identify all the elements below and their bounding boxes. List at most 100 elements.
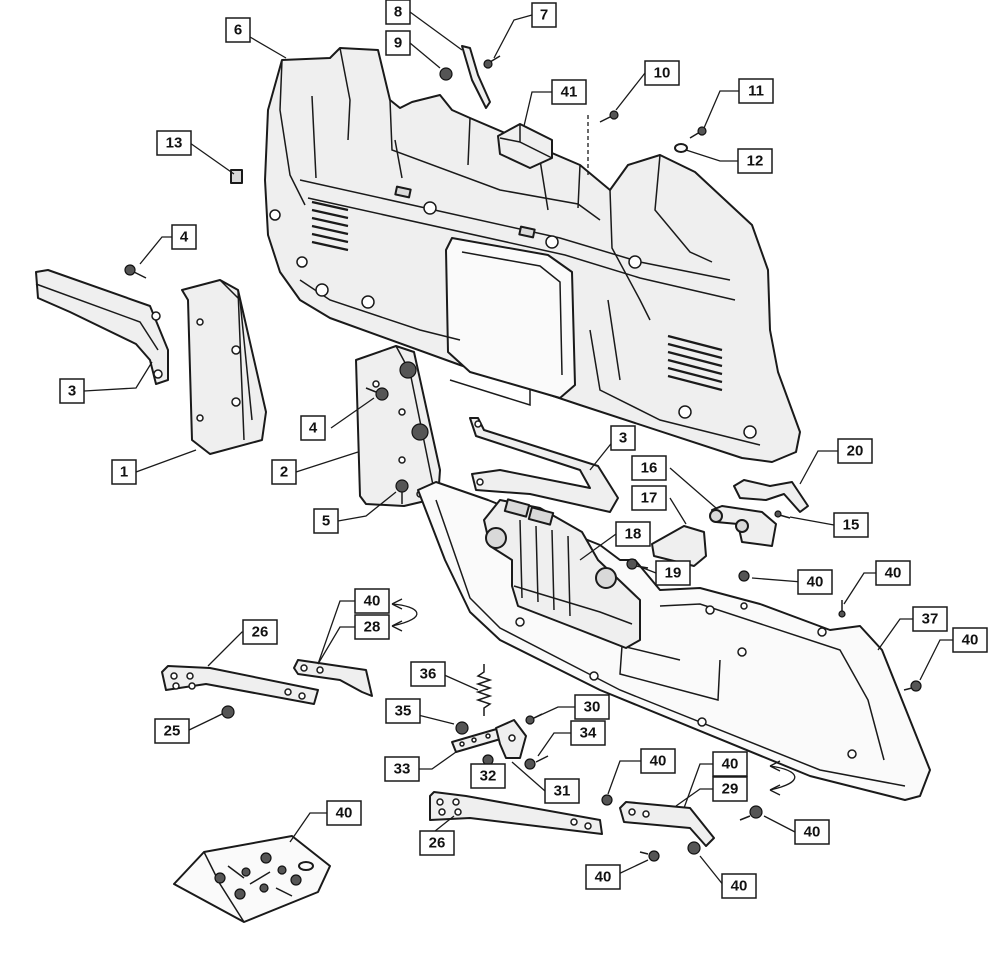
svg-text:41: 41 (561, 84, 578, 101)
svg-text:30: 30 (584, 699, 601, 716)
svg-text:18: 18 (625, 526, 642, 543)
callout-4-left: 4 (171, 224, 197, 250)
callout-16: 16 (631, 455, 667, 481)
svg-text:29: 29 (722, 781, 739, 798)
svg-text:26: 26 (252, 624, 269, 641)
callout-12: 12 (737, 148, 773, 174)
part-26-bar-upper (161, 665, 319, 705)
part-40-nut-g (687, 841, 701, 855)
callout-10: 10 (644, 60, 680, 86)
svg-text:40: 40 (364, 593, 381, 610)
svg-text:15: 15 (843, 517, 860, 534)
part-36-spring (475, 664, 493, 716)
callout-40-bolt-f: 40 (585, 864, 621, 890)
svg-text:40: 40 (595, 869, 612, 886)
swap-arrow-28 (391, 598, 418, 632)
part-40-bolt-c (903, 680, 922, 692)
callout-25: 25 (154, 718, 190, 744)
svg-text:40: 40 (650, 753, 667, 770)
callout-labels: 1 2 3 3 4 4 5 6 7 8 9 10 11 12 13 15 16 … (59, 0, 988, 899)
callout-13: 13 (156, 130, 192, 156)
part-16-latch (709, 505, 777, 547)
svg-text:32: 32 (480, 768, 497, 785)
callout-2: 2 (271, 459, 297, 485)
svg-text:25: 25 (164, 723, 181, 740)
callout-17: 17 (631, 485, 667, 511)
callout-3-left: 3 (59, 378, 85, 404)
svg-text:9: 9 (394, 35, 402, 52)
svg-text:12: 12 (747, 153, 764, 170)
svg-text:40: 40 (807, 574, 824, 591)
callout-28: 28 (354, 614, 390, 640)
callout-40-bolt-e: 40 (794, 819, 830, 845)
svg-text:40: 40 (336, 805, 353, 822)
part-18-seat-adjuster (483, 498, 641, 649)
part-33-link-plate (451, 727, 505, 753)
svg-text:2: 2 (280, 464, 288, 481)
callout-18: 18 (615, 521, 651, 547)
part-3-left-bracket (35, 269, 169, 385)
part-1-side-panel (181, 279, 267, 455)
svg-text:40: 40 (804, 824, 821, 841)
svg-text:11: 11 (748, 83, 764, 100)
svg-text:3: 3 (619, 430, 627, 447)
svg-text:28: 28 (364, 619, 381, 636)
callout-30: 30 (574, 694, 610, 720)
callout-40-nut-g: 40 (721, 873, 757, 899)
part-4-bolt-center (365, 387, 389, 401)
svg-text:33: 33 (394, 761, 411, 778)
svg-text:20: 20 (847, 443, 864, 460)
callout-19: 19 (655, 560, 691, 586)
callout-5: 5 (313, 508, 339, 534)
part-34-bolt (524, 755, 549, 770)
callout-36: 36 (410, 661, 446, 687)
callout-7: 7 (531, 2, 557, 28)
callout-40-swap-lower: 40 (712, 751, 748, 777)
callout-41: 41 (551, 79, 587, 105)
svg-text:40: 40 (722, 756, 739, 773)
svg-text:16: 16 (641, 460, 658, 477)
part-5-bolt (395, 479, 409, 504)
svg-text:8: 8 (394, 4, 402, 21)
svg-text:3: 3 (68, 383, 76, 400)
part-12-washer (674, 143, 688, 153)
part-housing (264, 47, 801, 463)
callout-3-center: 3 (610, 425, 636, 451)
svg-text:34: 34 (580, 725, 597, 742)
part-40-pin-b (838, 600, 846, 618)
callout-26-lower: 26 (419, 830, 455, 856)
part-40-bolt-e (739, 805, 763, 821)
svg-text:36: 36 (420, 666, 437, 683)
svg-text:7: 7 (540, 7, 548, 24)
callout-37: 37 (912, 606, 948, 632)
svg-text:5: 5 (322, 513, 330, 530)
part-20-spring (733, 479, 809, 513)
svg-text:40: 40 (731, 878, 748, 895)
callout-29: 29 (712, 776, 748, 802)
part-4-bolt-left (124, 264, 147, 279)
callout-40-bag: 40 (326, 800, 362, 826)
svg-text:6: 6 (234, 22, 242, 39)
callout-31: 31 (544, 778, 580, 804)
part-40-bolt-f (639, 850, 660, 862)
callout-40-nut-d: 40 (640, 748, 676, 774)
svg-text:40: 40 (885, 565, 902, 582)
callout-40-pin-b: 40 (875, 560, 911, 586)
callout-6: 6 (225, 17, 251, 43)
callout-8: 8 (385, 0, 411, 25)
svg-text:31: 31 (554, 783, 571, 800)
callout-32: 32 (470, 763, 506, 789)
part-35-nut (455, 721, 469, 735)
part-8-spring-clip (461, 45, 491, 109)
svg-text:1: 1 (120, 464, 128, 481)
part-25-bolt (213, 705, 235, 719)
callout-33: 33 (384, 756, 420, 782)
callout-40-bolt-a: 40 (797, 569, 833, 595)
svg-text:19: 19 (665, 565, 682, 582)
svg-text:26: 26 (429, 835, 446, 852)
callout-35: 35 (385, 698, 421, 724)
part-26-bar-lower (429, 791, 603, 835)
part-29-plate (619, 801, 715, 847)
part-15-pin (774, 510, 791, 519)
